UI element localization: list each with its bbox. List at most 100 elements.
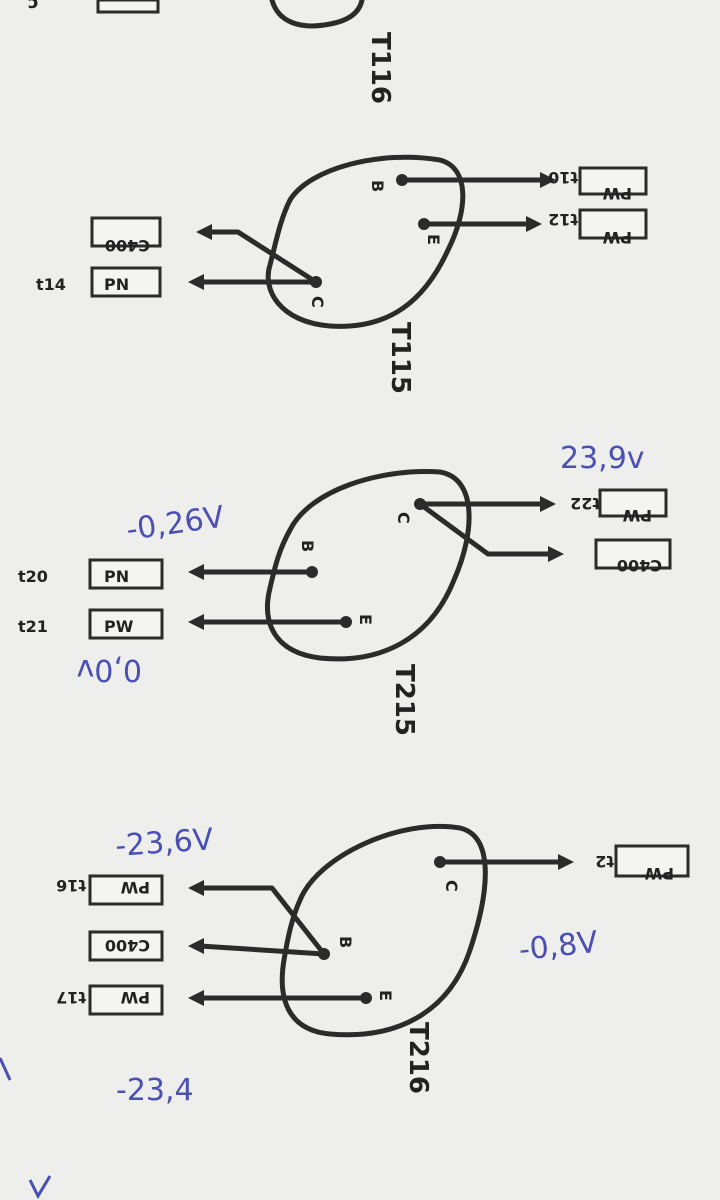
connector-t215-c-net: C400 xyxy=(594,538,672,575)
t215-c-tag: t22 xyxy=(570,494,600,513)
t216-c-box xyxy=(614,844,690,878)
t115-c-node xyxy=(310,276,322,288)
t215-c-box-text: PW xyxy=(622,506,652,525)
connector-t215-b: t20 PN xyxy=(18,558,164,590)
t115-pin-e: E xyxy=(424,234,443,245)
t116-label: T116 xyxy=(365,32,395,104)
t216-pin-e: E xyxy=(376,990,395,1001)
t216-e-box xyxy=(88,984,164,1016)
connector-t216-c: t2 PW xyxy=(595,844,690,883)
t215-pin-e: E xyxy=(356,614,375,625)
t115-e-box xyxy=(578,208,648,240)
t216-e-tag: t17 xyxy=(56,988,86,1007)
t115-c-arrow xyxy=(188,274,204,290)
pen-mark-1 xyxy=(0,1057,12,1081)
t115-c-net-wire xyxy=(207,229,319,285)
t115-e-tag: t12 xyxy=(548,210,578,229)
connector-t215-c: t22 PW xyxy=(570,488,668,525)
transistor-t215: C B E T215 xyxy=(188,469,564,736)
t216-pin-c: C xyxy=(442,880,461,892)
t216-b-net-box xyxy=(88,930,164,962)
t115-b-box xyxy=(578,166,648,196)
t216-e-box-text: PW xyxy=(120,988,150,1007)
t115-c-tag: t14 xyxy=(36,275,66,294)
t216-c-arrow xyxy=(558,854,574,870)
t215-outline xyxy=(265,469,472,662)
t115-c-net-box-text: C400 xyxy=(105,236,150,255)
connector-t216-b1: t16 PW xyxy=(56,874,164,906)
pen-mark-2 xyxy=(28,1175,52,1200)
t215-e-box-text: PW xyxy=(104,617,134,636)
t215-e-tag: t21 xyxy=(18,617,48,636)
t215-c-net-box-text: C400 xyxy=(617,556,662,575)
t216-b1-box xyxy=(88,874,164,906)
connector-t115-e: t12 PW xyxy=(548,208,648,247)
t115-e-box-text: PW xyxy=(602,228,632,247)
t115-c-box xyxy=(90,266,162,298)
t215-c-net-box xyxy=(594,538,672,570)
t215-e-box xyxy=(88,608,164,640)
t115-b-box-text: PW xyxy=(602,184,632,203)
t115-pin-c: C xyxy=(308,296,327,308)
t216-b-voltage: -23,6V xyxy=(114,822,215,864)
t115-pin-b: B xyxy=(368,180,387,192)
t215-c-voltage: 23,9v xyxy=(560,441,645,476)
t216-e-node xyxy=(360,992,372,1004)
t215-b-voltage: -0,26V xyxy=(124,500,227,548)
t215-b-arrow xyxy=(188,564,204,580)
t215-pin-b: B xyxy=(298,540,317,552)
t216-b1-tag: t16 xyxy=(56,876,86,895)
t116-outline xyxy=(269,0,365,29)
t115-c-box-text: PN xyxy=(104,275,129,294)
connector-t216-b-net: C400 xyxy=(88,930,164,962)
t215-b-tag: t20 xyxy=(18,567,48,586)
t115-c-net-arrow xyxy=(196,224,212,240)
connector-t216-e: t17 PW xyxy=(56,984,164,1016)
t216-b-arrow-2 xyxy=(188,938,204,954)
connector-t115-c: t14 PN xyxy=(36,266,162,298)
t216-c-voltage: -0,8V xyxy=(517,925,600,968)
t215-c-box xyxy=(598,488,668,518)
t116-fragment: ɔ xyxy=(28,0,39,13)
t116-box-partial xyxy=(96,0,160,14)
t215-c-net-arrow xyxy=(548,546,564,562)
transistor-t115: B E C T115 xyxy=(188,154,556,394)
t215-c-node xyxy=(414,498,426,510)
t115-b-arrow xyxy=(540,172,556,188)
t215-c-net-wire xyxy=(417,501,551,557)
t115-e-arrow xyxy=(526,216,542,232)
t215-pin-c: C xyxy=(394,512,413,524)
t215-e-node xyxy=(340,616,352,628)
t115-outline xyxy=(265,154,466,329)
t215-b-box-text: PN xyxy=(104,567,129,586)
transistor-t116: T116 ɔ xyxy=(28,0,395,104)
t115-label: T115 xyxy=(385,322,415,394)
t216-c-tag: t2 xyxy=(595,852,614,871)
t215-e-arrow xyxy=(188,614,204,630)
t216-c-node xyxy=(434,856,446,868)
t216-pin-b: B xyxy=(336,936,355,948)
t215-label: T215 xyxy=(389,664,419,736)
t215-b-node xyxy=(306,566,318,578)
t216-b-wire-2 xyxy=(197,943,327,957)
t115-c-net-box xyxy=(90,216,162,248)
t216-b-arrow-1 xyxy=(188,880,204,896)
connector-t215-e: t21 PW xyxy=(18,608,164,640)
t216-b-wire-1 xyxy=(197,885,327,957)
t216-outline xyxy=(279,823,488,1038)
t215-e-voltage: 0,0v xyxy=(77,652,142,687)
connector-t115-c-net: C400 xyxy=(90,216,162,255)
connector-t115-b: t10 PW xyxy=(548,166,648,203)
t216-b-node xyxy=(318,948,330,960)
t215-c-arrow xyxy=(540,496,556,512)
transistor-t216: C B E T216 xyxy=(188,823,574,1094)
t216-b-net-box-text: C400 xyxy=(105,936,150,955)
t216-c-box-text: PW xyxy=(644,864,674,883)
t216-label: T216 xyxy=(403,1022,433,1094)
t216-e-arrow xyxy=(188,990,204,1006)
t215-b-box xyxy=(88,558,164,590)
t115-e-node xyxy=(418,218,430,230)
t115-b-node xyxy=(396,174,408,186)
